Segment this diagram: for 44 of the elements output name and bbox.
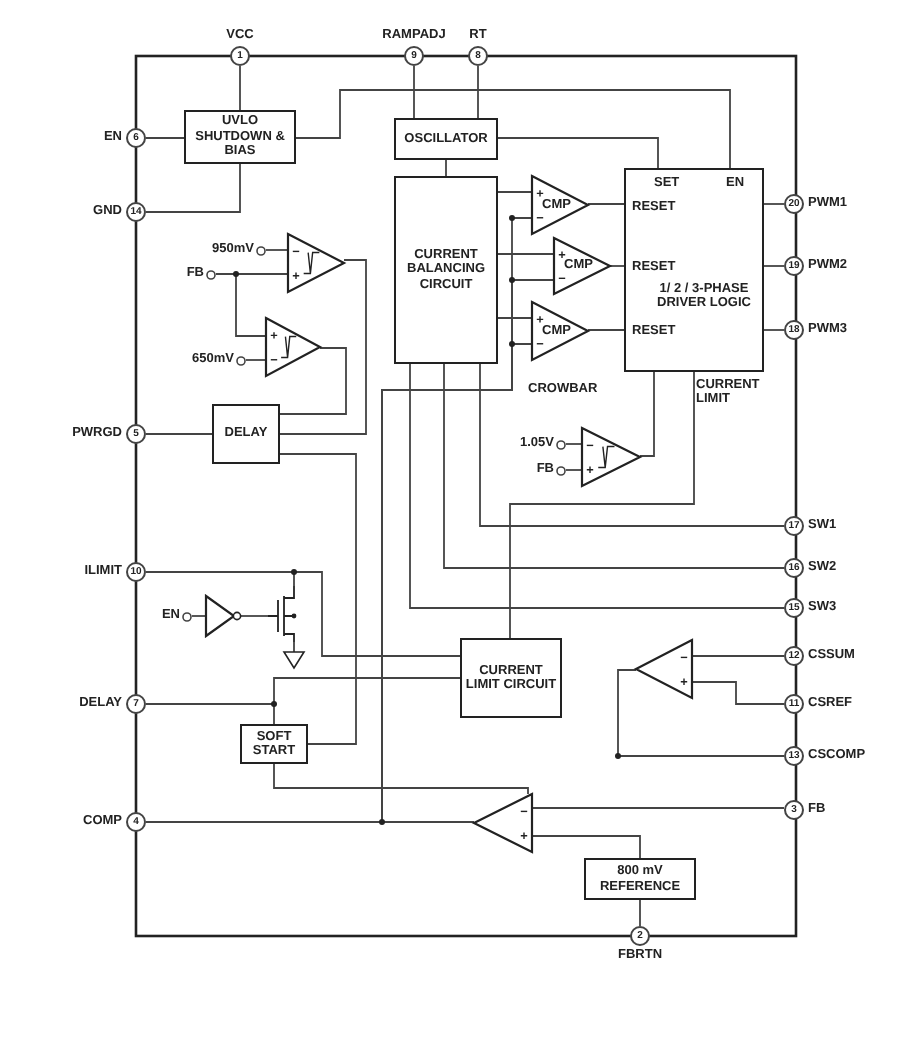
wire: [565, 469, 583, 471]
wire: [531, 807, 785, 809]
wire: [477, 65, 479, 119]
wire: [497, 191, 533, 193]
wire: [565, 443, 583, 445]
wire: [497, 137, 659, 169]
wire: [531, 835, 641, 859]
wire: [587, 203, 625, 205]
wire: [145, 821, 475, 823]
wire: [587, 329, 625, 331]
wire: [145, 137, 185, 139]
wire: [497, 317, 533, 319]
wire: [279, 259, 367, 435]
wire: [691, 681, 785, 705]
wire: [265, 249, 289, 251]
wire: [145, 571, 461, 657]
wire: [293, 641, 295, 653]
wire: [445, 159, 447, 177]
wire: [413, 65, 415, 119]
wire: [295, 89, 731, 169]
wire: [145, 677, 461, 705]
wire: [497, 253, 555, 255]
wire: [409, 363, 785, 609]
wire: [617, 669, 785, 757]
wire: [279, 453, 357, 745]
wire: [215, 273, 267, 337]
wire: [763, 203, 785, 205]
wire: [245, 359, 267, 361]
wire: [763, 265, 785, 267]
wire: [239, 65, 241, 111]
wire: [639, 371, 655, 457]
wire: [691, 655, 785, 657]
wire: [639, 899, 641, 927]
wire: [279, 347, 347, 415]
wire: [145, 433, 213, 435]
wire: [509, 371, 695, 639]
wire: [443, 363, 785, 569]
wire: [609, 265, 625, 267]
wire: [239, 615, 269, 617]
wire: [191, 615, 207, 617]
wire: [479, 363, 785, 527]
wire: [273, 763, 529, 795]
wire: [763, 329, 785, 331]
wire: [145, 163, 241, 213]
